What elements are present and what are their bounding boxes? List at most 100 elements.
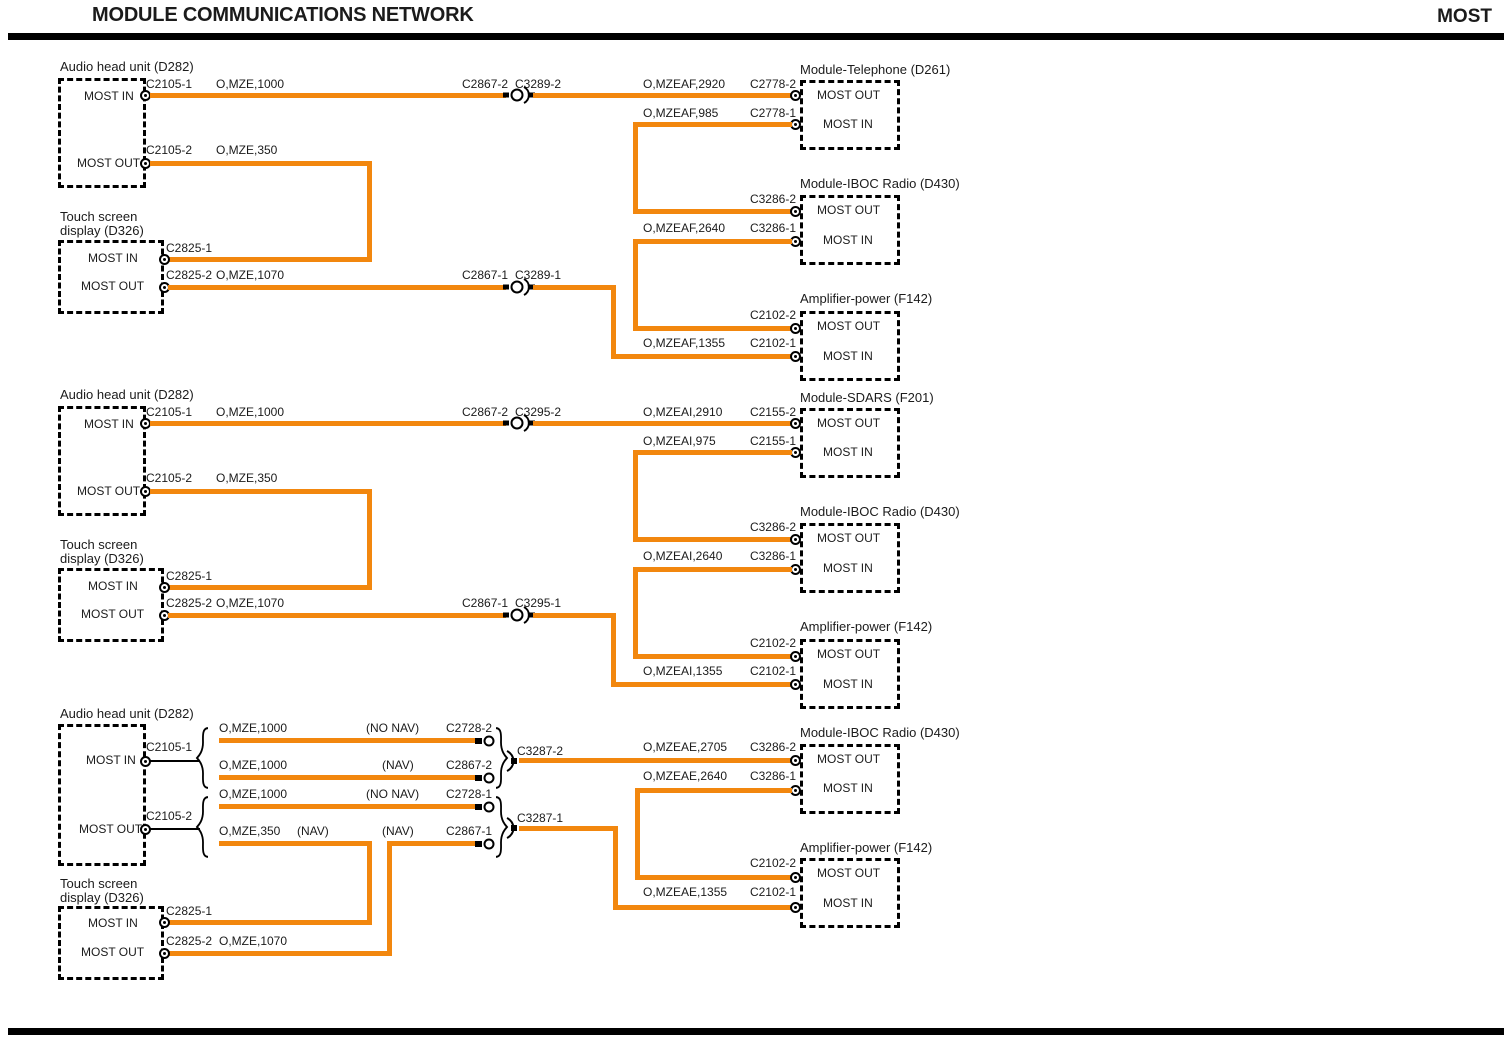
port-label: MOST IN bbox=[88, 916, 138, 930]
connector-label: C2728-2 bbox=[446, 721, 493, 735]
wire bbox=[640, 788, 792, 793]
wire bbox=[168, 613, 506, 618]
wire-label: O,MZE,1000 bbox=[219, 721, 288, 735]
wire bbox=[611, 354, 792, 359]
wire bbox=[367, 161, 372, 262]
port-label: MOST OUT bbox=[81, 607, 145, 621]
connector-label: C2105-2 bbox=[146, 471, 193, 485]
connector-label: C2105-1 bbox=[146, 405, 193, 419]
module-label-telephone: Module-Telephone (D261) bbox=[800, 62, 951, 77]
connector-label: C2825-1 bbox=[166, 569, 213, 583]
port-label: MOST IN bbox=[88, 251, 138, 265]
module-label-iboc-radio: Module-IBOC Radio (D430) bbox=[800, 176, 960, 191]
connector-label: C3286-1 bbox=[749, 549, 796, 563]
port-label: MOST OUT bbox=[81, 945, 145, 959]
module-box-iboc-radio bbox=[800, 744, 900, 814]
connector-label: C2867-1 bbox=[446, 824, 493, 838]
connector-label: C2105-1 bbox=[146, 740, 193, 754]
signal-line bbox=[150, 760, 200, 762]
module-box-touch-screen bbox=[58, 240, 164, 314]
port-label: MOST IN bbox=[823, 445, 873, 459]
connector-label: C3286-1 bbox=[749, 221, 796, 235]
wire bbox=[150, 489, 372, 494]
wire-label: O,MZE,1070 bbox=[216, 596, 285, 610]
port-label: MOST OUT bbox=[817, 866, 881, 880]
connector-label: C2102-1 bbox=[749, 664, 796, 678]
module-label-iboc-radio: Module-IBOC Radio (D430) bbox=[800, 504, 960, 519]
connector-label: C2155-1 bbox=[749, 434, 796, 448]
wire bbox=[387, 841, 392, 956]
connector-label: C3289-1 bbox=[515, 268, 562, 282]
connector-label: C3286-2 bbox=[749, 192, 796, 206]
connector-label: C2155-2 bbox=[749, 405, 796, 419]
option-tag: (NO NAV) bbox=[366, 721, 420, 735]
wire-label: O,MZEAI,1355 bbox=[643, 664, 723, 678]
wire-label: O,MZEAI,2640 bbox=[643, 549, 723, 563]
option-tag: (NAV) bbox=[297, 824, 329, 838]
inline-connector-icon bbox=[503, 414, 535, 432]
port-label: MOST OUT bbox=[817, 531, 881, 545]
connector-label: C2105-2 bbox=[146, 143, 193, 157]
wire bbox=[638, 122, 792, 127]
pin-icon bbox=[790, 323, 801, 334]
port-label: MOST OUT bbox=[817, 88, 881, 102]
wire bbox=[633, 450, 638, 542]
wire bbox=[533, 93, 792, 98]
connector-label: C2778-2 bbox=[749, 77, 796, 91]
wire bbox=[519, 758, 792, 763]
pin-icon bbox=[790, 418, 801, 429]
wire-label: O,MZE,1000 bbox=[219, 758, 288, 772]
module-box-telephone bbox=[800, 80, 900, 150]
connector-label: C3286-2 bbox=[749, 740, 796, 754]
wire bbox=[638, 450, 792, 455]
module-box-iboc-radio bbox=[800, 195, 900, 265]
wire bbox=[150, 421, 506, 426]
wire bbox=[168, 920, 372, 925]
wire-label: O,MZEAF,1355 bbox=[643, 336, 726, 350]
system-label: MOST bbox=[1437, 6, 1492, 27]
connector-label: C2825-2 bbox=[166, 596, 213, 610]
connector-label: C3287-2 bbox=[517, 744, 564, 758]
wire bbox=[533, 285, 616, 290]
wire bbox=[519, 826, 618, 831]
port-label: MOST OUT bbox=[81, 279, 145, 293]
page-title: MODULE COMMUNICATIONS NETWORK bbox=[92, 4, 474, 26]
option-tag: (NO NAV) bbox=[366, 787, 420, 801]
connector-label: C2825-1 bbox=[166, 904, 213, 918]
merge-connector-icon bbox=[506, 817, 517, 839]
port-label: MOST IN bbox=[823, 896, 873, 910]
wire bbox=[633, 209, 792, 214]
module-label-audio-head-unit: Audio head unit (D282) bbox=[60, 387, 194, 402]
wire bbox=[633, 326, 792, 331]
pin-icon bbox=[790, 872, 801, 883]
wire bbox=[633, 654, 792, 659]
branch-pin-icon bbox=[475, 772, 495, 784]
port-label: MOST IN bbox=[823, 349, 873, 363]
pin-icon bbox=[159, 582, 170, 593]
wire-label: O,MZEAI,975 bbox=[643, 434, 716, 448]
module-label-amplifier: Amplifier-power (F142) bbox=[800, 619, 933, 634]
wire-label: O,MZE,350 bbox=[219, 824, 281, 838]
module-label-touch-screen: Touch screen bbox=[60, 209, 138, 224]
wire bbox=[611, 682, 792, 687]
wire bbox=[633, 537, 792, 542]
wire-label: O,MZE,1000 bbox=[219, 787, 288, 801]
connector-label: C2867-1 bbox=[462, 268, 509, 282]
port-label: MOST IN bbox=[823, 117, 873, 131]
pin-icon bbox=[159, 948, 170, 959]
port-label: MOST IN bbox=[84, 417, 134, 431]
connector-label: C2825-1 bbox=[166, 241, 213, 255]
pin-icon bbox=[790, 534, 801, 545]
wire-label: O,MZEAI,2910 bbox=[643, 405, 723, 419]
pin-icon bbox=[159, 917, 170, 928]
module-label-touch-screen: Touch screen bbox=[60, 876, 138, 891]
module-box-touch-screen bbox=[58, 568, 164, 642]
module-box-amplifier bbox=[800, 639, 900, 709]
wire bbox=[611, 613, 616, 687]
pin-icon bbox=[159, 254, 170, 265]
footer-rule bbox=[8, 1028, 1504, 1035]
port-label: MOST OUT bbox=[77, 484, 141, 498]
connector-label: C3286-2 bbox=[749, 520, 796, 534]
connector-label: C3286-1 bbox=[749, 769, 796, 783]
